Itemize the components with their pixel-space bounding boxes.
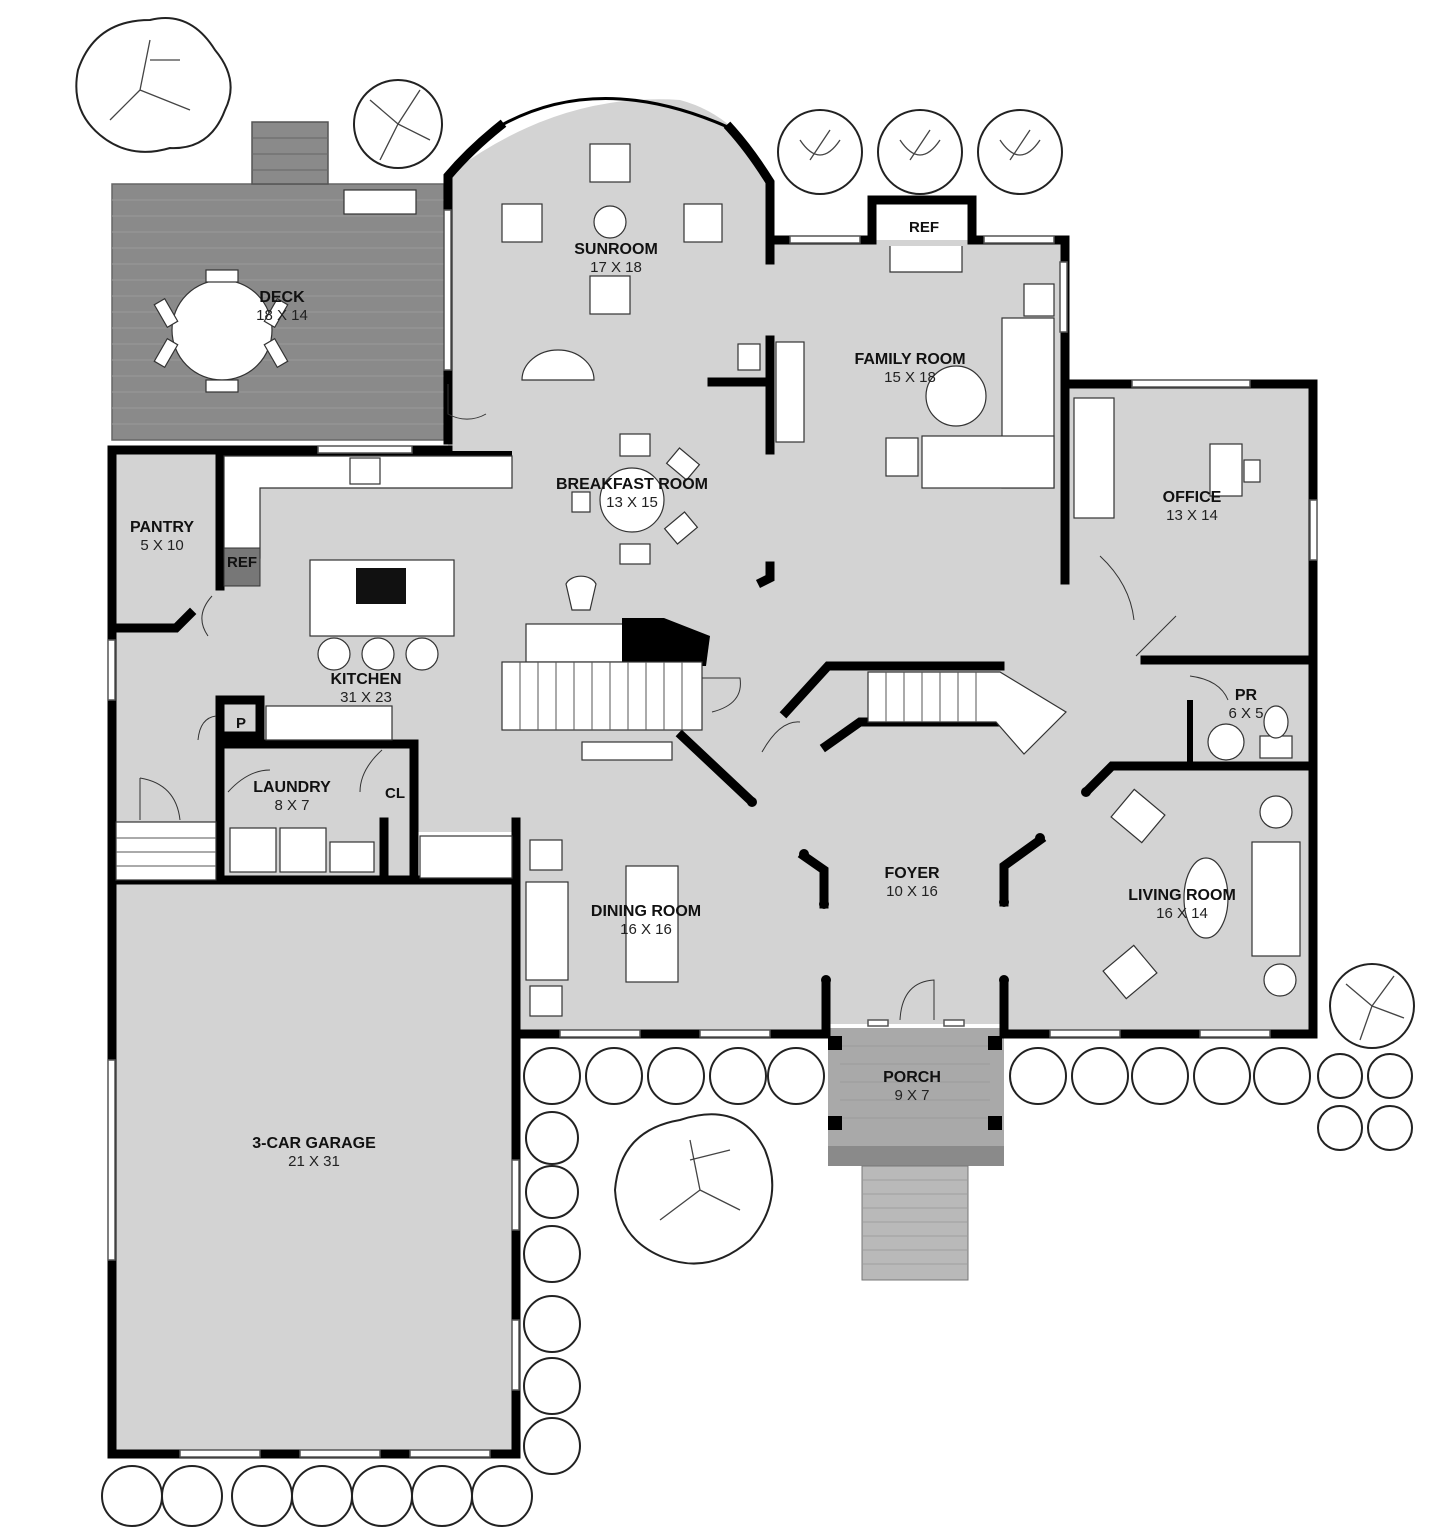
room-name: LIVING ROOM [1128,887,1236,904]
room-garage: 3-CAR GARAGE 21 X 31 [252,1135,376,1170]
room-sunroom: SUNROOM 17 X 18 [574,241,658,276]
room-name: OFFICE [1163,489,1222,506]
room-foyer: FOYER 10 X 16 [884,865,940,900]
room-name: PR [1235,687,1258,704]
tree-icon [353,79,443,169]
room-dim: 18 X 14 [256,307,308,324]
doors [139,384,1229,1021]
room-breakfast: BREAKFAST ROOM 13 X 15 [556,476,708,511]
room-name: DINING ROOM [591,903,701,920]
furniture [115,143,1301,1017]
porch-floor [828,1028,1004,1148]
front-walk [861,1165,969,1281]
room-dim: 13 X 14 [1166,507,1218,524]
room-dim: 6 X 5 [1228,705,1263,722]
room-porch: PORCH 9 X 7 [883,1069,941,1104]
tree-icon [877,109,963,195]
room-kitchen: KITCHEN 31 X 23 [330,671,401,706]
room-name: KITCHEN [330,671,401,688]
room-name: BREAKFAST ROOM [556,476,708,493]
room-name: FOYER [884,865,940,882]
room-dim: 21 X 31 [288,1153,340,1170]
room-name: 3-CAR GARAGE [252,1135,376,1152]
room-dim: 17 X 18 [590,259,642,276]
tree-icon [977,109,1063,195]
room-dim: 13 X 15 [606,494,658,511]
room-name: FAMILY ROOM [854,351,965,368]
room-dining: DINING ROOM 16 X 16 [591,903,701,938]
landscaping [75,17,1415,1527]
room-name: LAUNDRY [253,779,331,796]
ref-label-family: REF [909,219,939,236]
room-name: DECK [259,289,305,306]
windows [107,209,1318,1458]
room-dim: 16 X 16 [620,921,672,938]
room-office: OFFICE 13 X 14 [1163,489,1222,524]
tree-icon [75,17,232,153]
room-labels: DECK 18 X 14 SUNROOM 17 X 18 FAMILY ROOM… [130,241,1264,1170]
fixture-labels: REF REF P CL [227,219,939,802]
room-living: LIVING ROOM 16 X 14 [1128,887,1236,922]
room-dim: 8 X 7 [274,797,309,814]
garage-floor [112,880,516,1454]
ref-label-kitchen: REF [227,554,257,571]
room-dim: 15 X 18 [884,369,936,386]
room-dim: 10 X 16 [886,883,938,900]
shrub-column [523,1111,581,1475]
shrub-row [523,1047,1413,1151]
room-dim: 16 X 14 [1156,905,1208,922]
tree-icon [777,109,863,195]
room-pr: PR 6 X 5 [1228,687,1263,722]
room-name: PORCH [883,1069,941,1086]
pantry-closet-label: P [236,715,246,732]
room-deck: DECK 18 X 14 [256,289,308,324]
porch-step [828,1146,1004,1166]
closet-label: CL [385,785,405,802]
room-name: PANTRY [130,519,194,536]
walls [107,97,1318,1459]
deck-stairs [251,121,329,185]
room-family: FAMILY ROOM 15 X 18 [854,351,965,386]
room-laundry: LAUNDRY 8 X 7 [253,779,331,814]
room-name: SUNROOM [574,241,658,258]
room-pantry: PANTRY 5 X 10 [130,519,194,554]
shrub-row-south [101,1465,533,1527]
tree-icon [1329,963,1415,1049]
room-dim: 31 X 23 [340,689,392,706]
room-dim: 5 X 10 [140,537,183,554]
room-dim: 9 X 7 [894,1087,929,1104]
tree-icon [613,1113,774,1265]
